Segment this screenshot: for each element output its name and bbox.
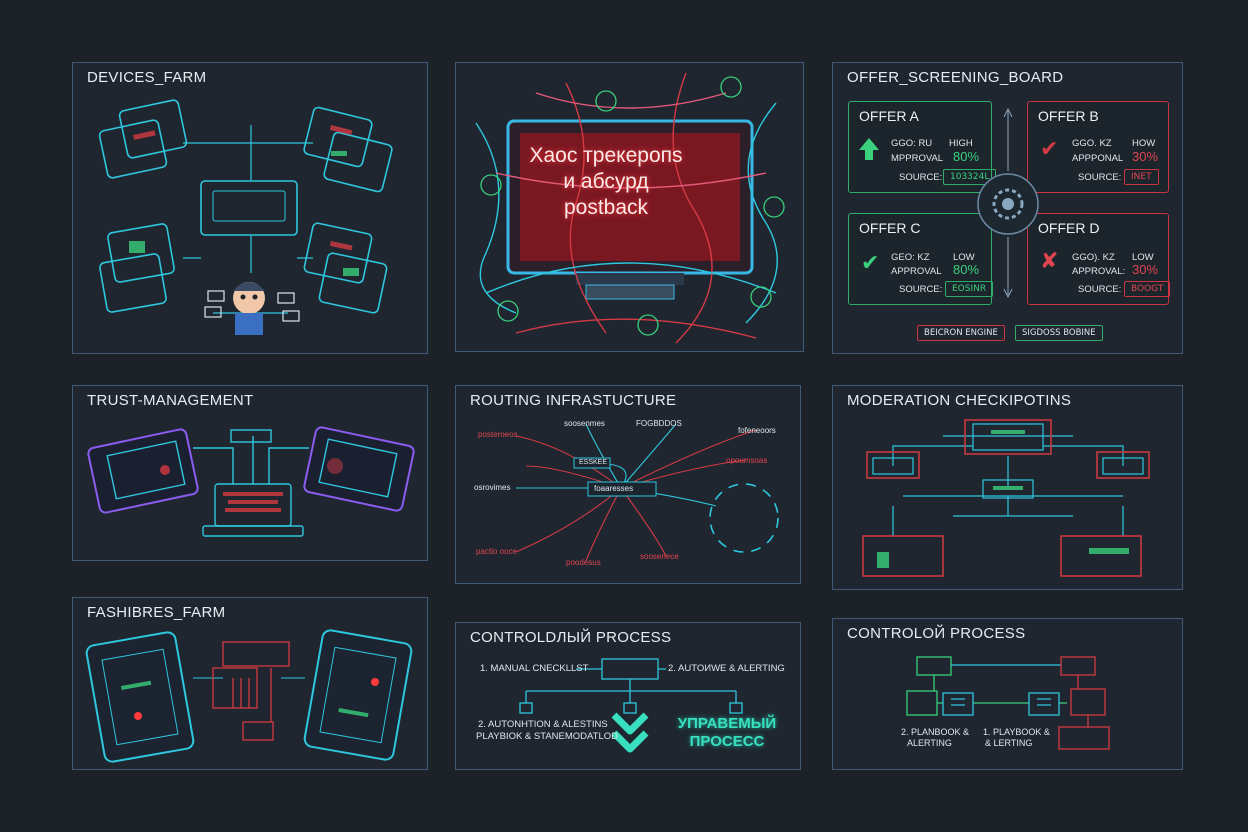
chaos-line-3: postback (563, 196, 649, 219)
offer-name: OFFER B (1038, 108, 1099, 124)
route-label-8: foaaresses (594, 484, 634, 493)
control-flow (906, 656, 1110, 750)
process-flow (519, 658, 743, 753)
arrow-up-stem (865, 150, 873, 160)
panel-title: OFFER_SCREENING_BOARD (847, 69, 1064, 86)
chaos-line-1: Хаос трекеропs (529, 144, 683, 167)
route-label-2: FOGBDDOS (636, 419, 682, 428)
route-label-10: poodesus (566, 558, 601, 567)
panel-title: ROUTING INFRASTUCTURE (470, 392, 677, 409)
offer-level: HOW (1132, 138, 1156, 149)
offer-source-label: SOURCE: (899, 284, 943, 295)
offer-level: LOW (953, 252, 975, 263)
panel-title: DEVICES_FARM (87, 69, 207, 86)
panel-controldly-process: CONTROLDЛЫЙ PROCESS 1. MANUAL CNECKLLST … (455, 622, 801, 770)
panel-devices-farm: DEVICES_FARM (72, 62, 428, 354)
offer-source: 103324L (943, 169, 997, 185)
trust-illustration (87, 426, 415, 537)
offer-geo: GEO: KZ (891, 252, 930, 263)
process-step-1: 1. MANUAL CNECKLLST (480, 663, 589, 674)
offer-source-label: SOURCE: (1078, 284, 1122, 295)
route-label-4: fofeneoors (738, 426, 776, 435)
offer-approval-label: APPROVAL: (1072, 266, 1126, 277)
chaos-line-2: и абсурд (563, 170, 649, 193)
offer-geo: GGO: RU (891, 138, 933, 149)
offer-approval: 80% (953, 149, 980, 164)
managed-line-1: УПРАВЕМЫЙ (677, 715, 777, 732)
panel-title: FASHIBRES_FARM (87, 604, 226, 621)
offer-source: INET (1124, 169, 1159, 185)
offer-card-b[interactable]: OFFER B ✔ GGO. KZ HOW APPPONAL 30% SOURC… (1027, 101, 1169, 193)
process-step-3-line-2: PLAYBIOK & STANEMODATLOD (476, 731, 619, 742)
chaos-headline: Хаос трекеропs и абсурд postback (526, 143, 686, 221)
offer-approval: 30% (1132, 149, 1159, 164)
offer-card-d[interactable]: OFFER D ✘ GGO). KZ LOW APPROVAL: 30% SOU… (1027, 213, 1171, 305)
panel-routing-infrastructure: ROUTING INFRASTUCTURE posteroeos FOGBDDO… (455, 385, 801, 584)
offer-source-label: SOURCE: (899, 172, 943, 183)
route-label-7: osrovimes (474, 483, 511, 492)
panel-controloy-process: CONTROLOЙ PROCESS 2. PLANBOOK & ALERTING… (832, 618, 1183, 770)
moderation-diagram (862, 419, 1150, 577)
panel-title: CONTROLDЛЫЙ PROCESS (470, 629, 672, 646)
panel-title: MODERATION CHECKIPOTINS (847, 392, 1072, 409)
fashibres-illustration (85, 629, 413, 763)
offer-name: OFFER C (859, 220, 921, 236)
offer-source-label: SOURCE: (1078, 172, 1122, 183)
offer-geo: GGO. KZ (1072, 138, 1112, 149)
process-step-2: 2. AUTOИWE & ALERTING (668, 663, 785, 674)
route-label-11: soosenece (640, 552, 679, 561)
route-label-3: soosenmes (564, 419, 605, 428)
panel-fashibres-farm: FASHIBRES_FARM (72, 597, 428, 770)
routing-network (515, 423, 779, 562)
route-label-1: posteroeos (478, 430, 518, 439)
managed-line-2: ПРОСЕСС (689, 733, 765, 750)
panel-chaos: Хаос трекеропs и абсурд postback (455, 62, 804, 352)
offer-name: OFFER A (859, 108, 919, 124)
offer-approval-label: APPROVAL (891, 266, 942, 277)
control-step-2-line-2: & LERTING (985, 738, 1033, 748)
offer-approval-label: MPPROVAL (891, 153, 944, 164)
panel-moderation-checkpoints: MODERATION CHECKIPOTINS (832, 385, 1183, 590)
double-chevron-icon (611, 712, 649, 753)
arrow-up-icon (859, 138, 879, 150)
control-step-1-line-1: 2. PLANBOOK & (901, 727, 970, 737)
panel-title: TRUST-MANAGEMENT (87, 392, 254, 409)
offer-approval: 30% (1132, 262, 1159, 277)
control-step-2-line-1: 1. PLAYBOOK & (983, 727, 1050, 737)
footer-engine-right: SIGDOSS BOBINE (1015, 325, 1103, 341)
offer-geo: GGO). KZ (1072, 252, 1115, 263)
panel-offer-screening-board: OFFER_SCREENING_BOARD OFFER A GGO: RU HI… (832, 62, 1183, 354)
route-label-6: ESSKEE (579, 459, 608, 466)
footer-engine-left: BEICRON ENGINE (917, 325, 1005, 341)
offer-approval-label: APPPONAL (1072, 153, 1124, 164)
offer-source: EOSINR (945, 281, 994, 297)
offer-card-c[interactable]: OFFER C ✔ GEO: KZ LOW APPROVAL 80% SOURC… (848, 213, 994, 305)
offer-level: HIGH (949, 138, 973, 149)
chaos-illustration (475, 72, 785, 344)
check-icon: ✔ (861, 250, 880, 275)
check-icon: ✔ (1040, 136, 1059, 161)
panel-title: CONTROLOЙ PROCESS (847, 625, 1026, 642)
offer-card-a[interactable]: OFFER A GGO: RU HIGH MPPROVAL 80% SOURCE… (848, 101, 997, 193)
route-label-9: pactlo ooce (476, 547, 517, 556)
control-step-1-line-2: ALERTING (907, 738, 952, 748)
devices-farm-illustration (98, 99, 393, 335)
offer-level: LOW (1132, 252, 1154, 263)
process-step-3-line-1: 2. AUTONHTION & ALESTINS (478, 719, 608, 730)
panel-trust-management: TRUST-MANAGEMENT (72, 385, 428, 561)
managed-process-label: УПРАВЕМЫЙ ПРОСЕСС (662, 715, 792, 751)
offer-source: BOOGT (1124, 281, 1171, 297)
cross-icon: ✘ (1040, 248, 1059, 273)
offer-approval: 80% (953, 262, 980, 277)
route-label-5: opoumsoas (726, 456, 768, 465)
offer-name: OFFER D (1038, 220, 1100, 236)
